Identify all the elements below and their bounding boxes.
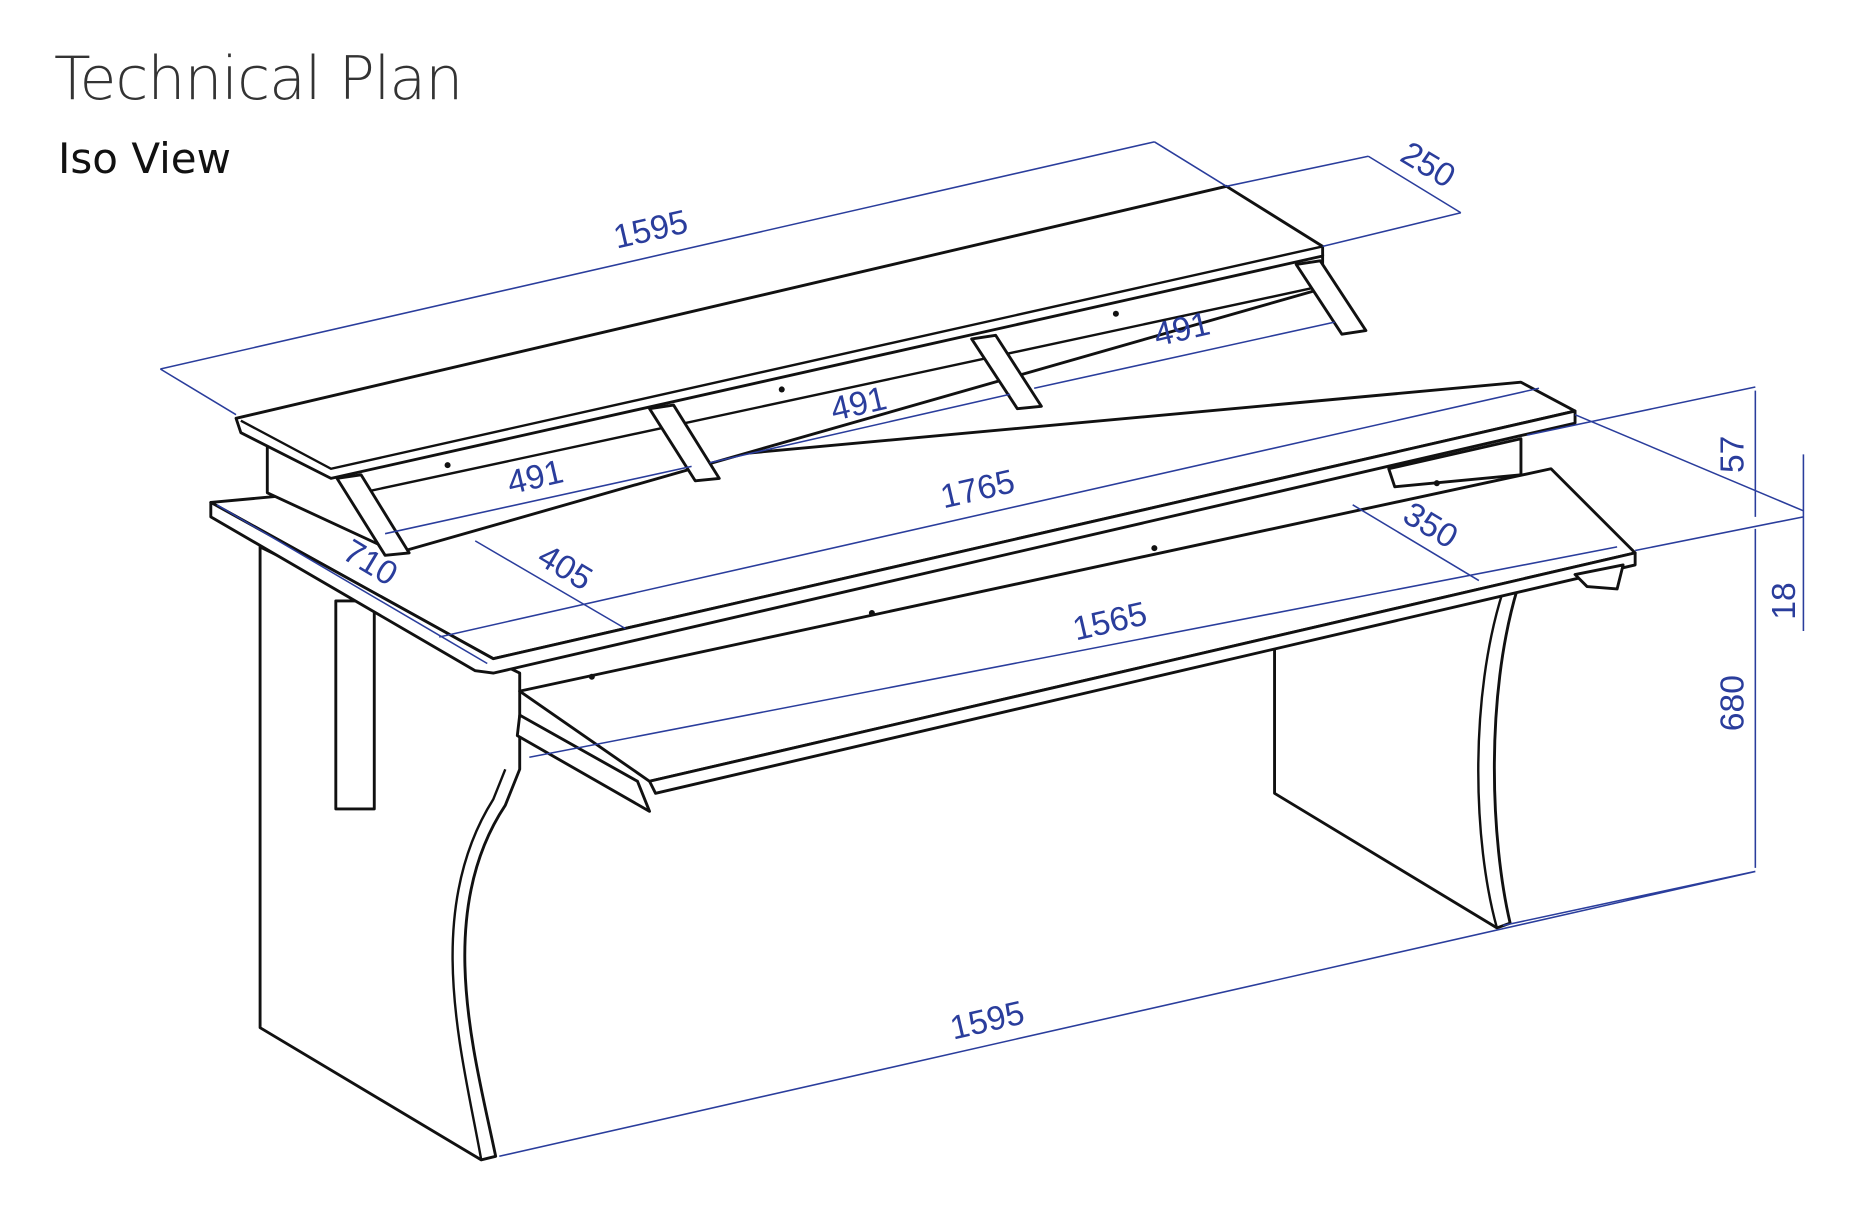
dimension-lines xyxy=(159,141,1805,1158)
riser-shelf xyxy=(234,184,1368,557)
dim-riser-depth: 250 xyxy=(1394,135,1461,196)
keyboard-tray xyxy=(515,467,1637,813)
dim-top-thickness: 18 xyxy=(1766,582,1803,619)
view-subtitle: Iso View xyxy=(58,134,231,183)
page-title: Technical Plan xyxy=(54,44,463,114)
dim-desk-height: 680 xyxy=(1714,675,1751,731)
dim-riser-height: 57 xyxy=(1714,436,1751,473)
dim-riser-length: 1595 xyxy=(610,204,691,257)
right-leg xyxy=(1273,575,1519,930)
left-leg xyxy=(258,545,522,1162)
desk-top xyxy=(209,380,1577,680)
